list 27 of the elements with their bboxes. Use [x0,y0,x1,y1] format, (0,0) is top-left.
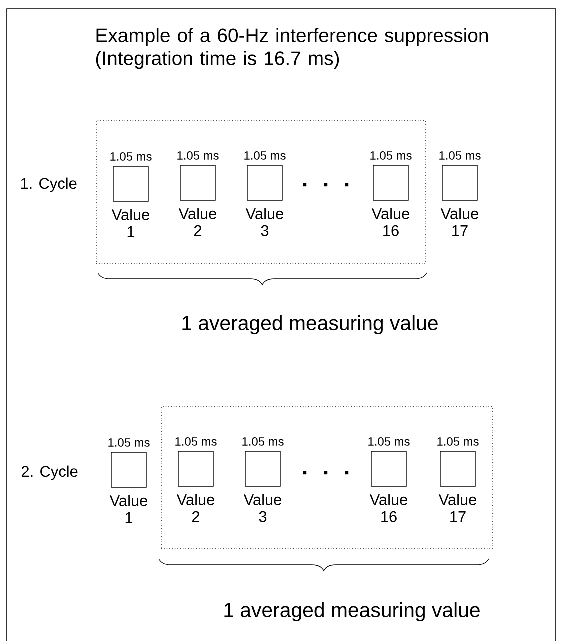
value-label: Value 2 [178,208,216,236]
duration-label: 1.05 ms [110,152,152,161]
value-label: Value 17 [438,494,476,522]
duration-label: 1.05 ms [242,437,284,446]
cycle-label: 2. Cycle [22,466,78,480]
duration-label: 1.05 ms [244,151,286,160]
value-label: Value 3 [246,208,284,236]
value-label: Value 3 [244,494,282,522]
value-label: Value 1 [110,495,148,524]
title: Example of a 60-Hz interference suppression (Integration time is 16.7 ms) [96,28,488,70]
value-label: Value 16 [372,208,410,236]
duration-label: 1.05 ms [370,151,412,160]
value-label: Value 1 [112,209,150,238]
caption: 1 averaged measuring value [182,315,438,334]
dotted-group-box [161,406,493,550]
duration-label: 1.05 ms [440,151,481,160]
duration-label: 1.05 ms [178,151,219,160]
value-label: Value 16 [370,494,408,522]
dotted-group-box [96,120,426,264]
duration-label: 1.05 ms [176,437,217,446]
duration-label: 1.05 ms [108,438,150,447]
value-label: Value 2 [176,494,214,522]
duration-label: 1.05 ms [438,437,479,446]
value-label: Value 17 [440,208,478,236]
cycle-label: 1. Cycle [21,178,77,192]
duration-label: 1.05 ms [368,437,410,446]
caption: 1 averaged measuring value [224,602,480,622]
